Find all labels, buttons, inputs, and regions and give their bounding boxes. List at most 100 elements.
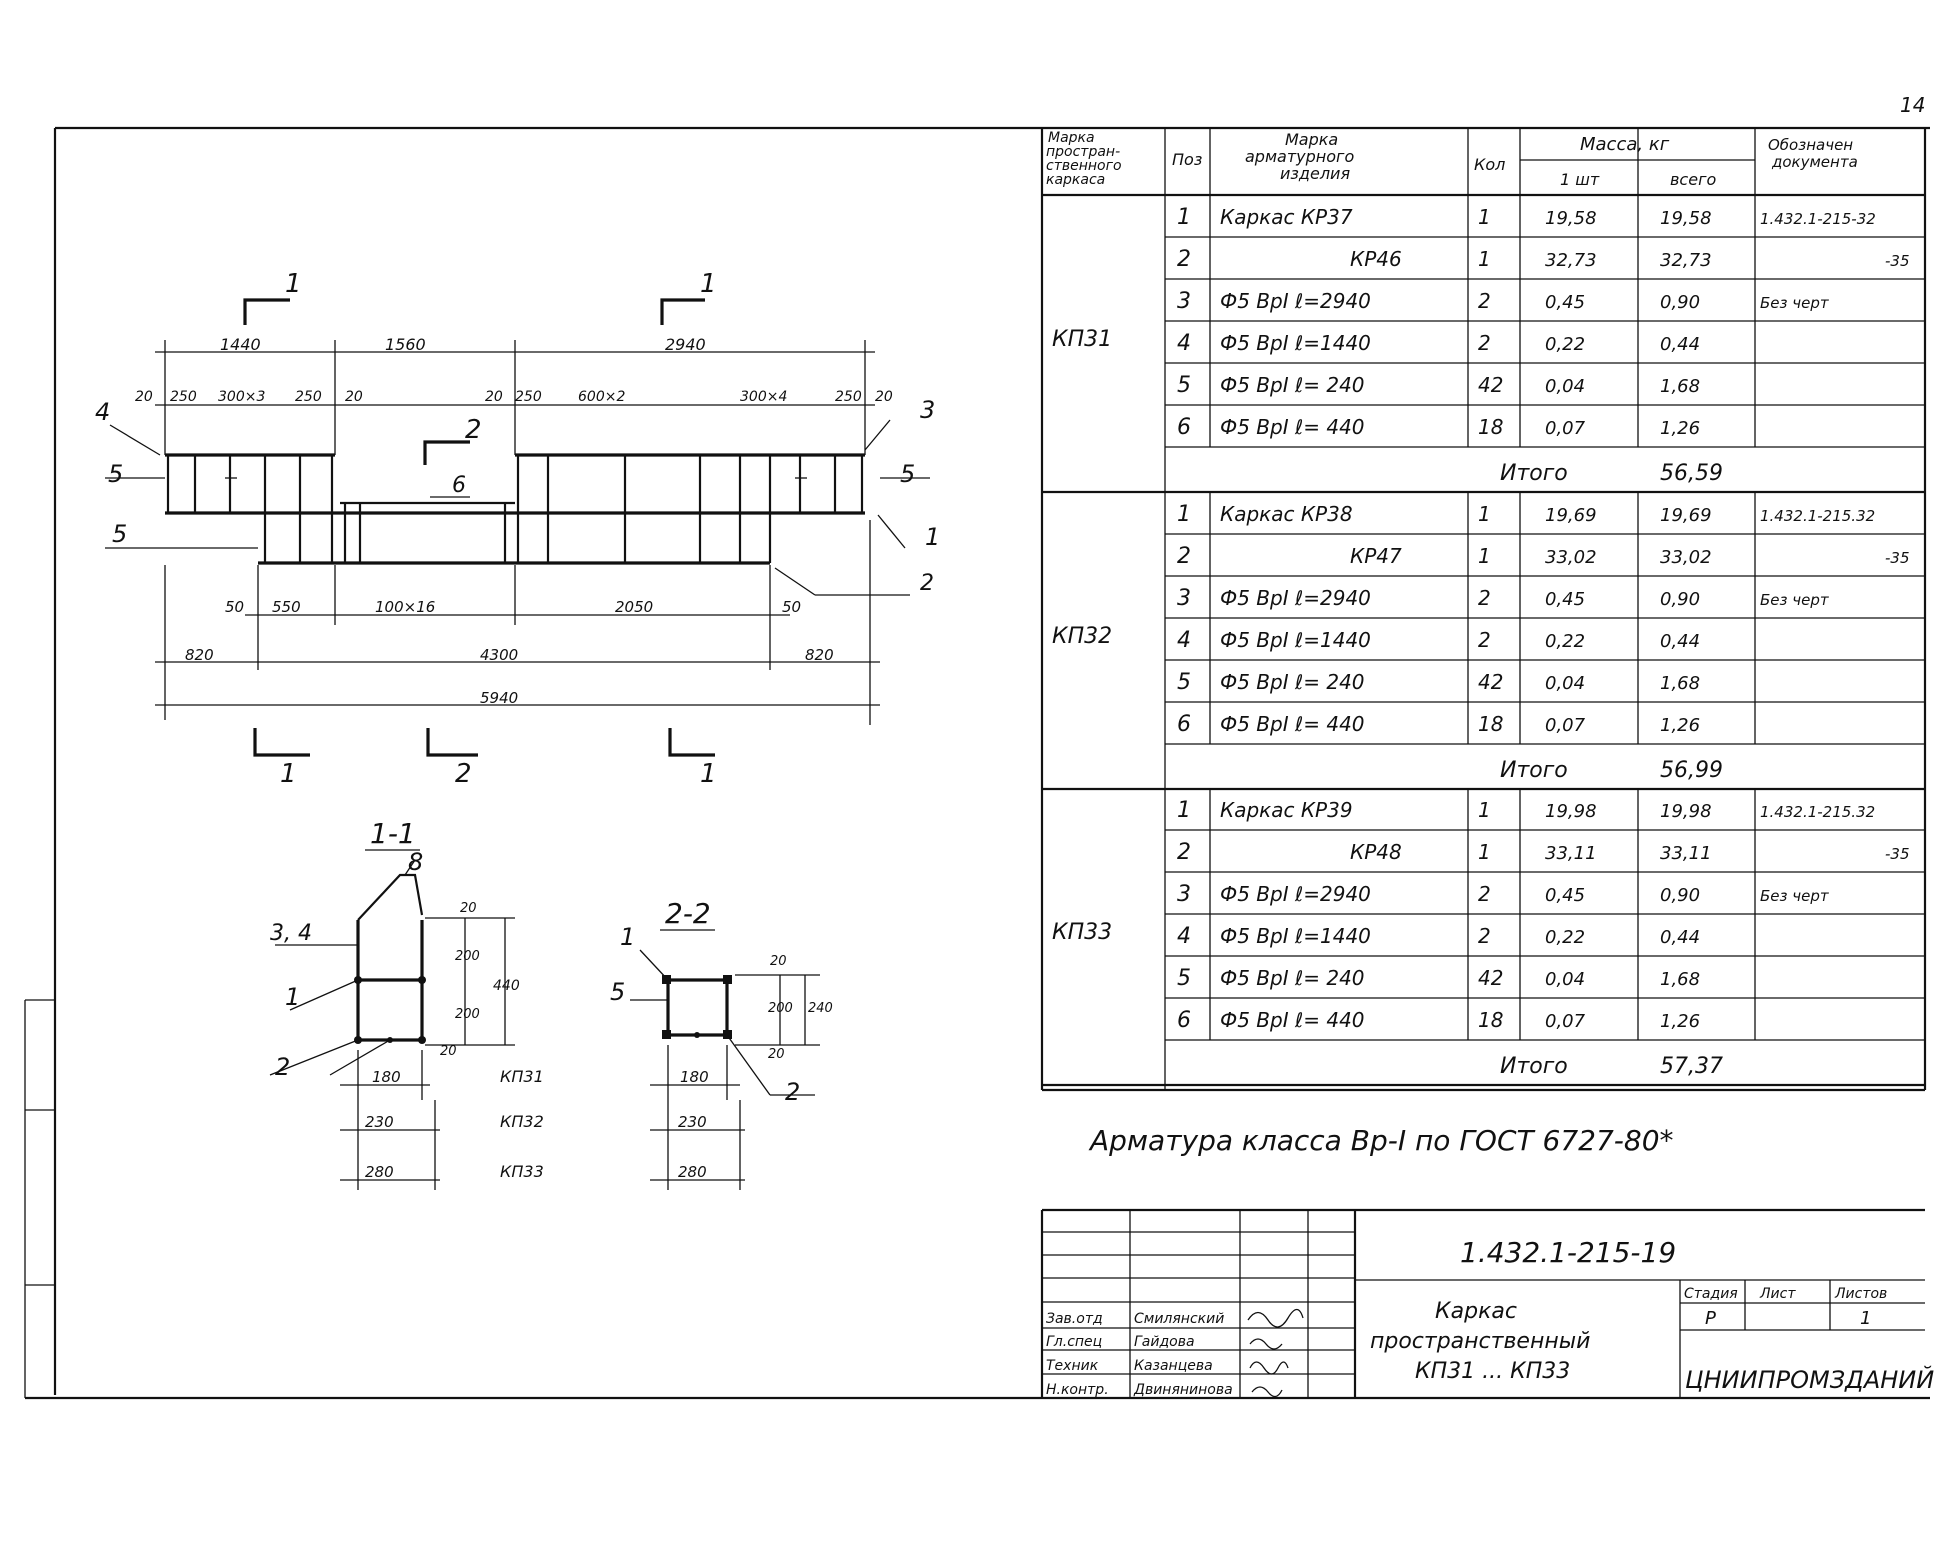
role: Н.контр. [1046, 1382, 1109, 1398]
spec-cell: 3 [1177, 882, 1191, 907]
spec-cell: Каркас КР37 [1220, 205, 1353, 229]
spec-cell: 0,90 [1660, 589, 1700, 610]
dim-total: 820 [185, 646, 214, 664]
spec-cell: Без черт [1760, 294, 1830, 312]
dim-bottom: 2050 [615, 598, 653, 616]
signature [1251, 1386, 1283, 1398]
spec-cell: 1 [1478, 205, 1491, 229]
dim: 20 [440, 1044, 457, 1059]
spec-cell: 0,90 [1660, 292, 1700, 313]
spec-cell: 33,11 [1660, 843, 1712, 864]
spec-cell: 1 [1478, 798, 1491, 822]
role: Гл.спец [1046, 1334, 1102, 1350]
page-number: 14 [1900, 93, 1925, 117]
dim-bottom: 50 [225, 598, 244, 616]
spec-cell: 1 [1478, 840, 1491, 864]
spec-cell: 42 [1478, 373, 1503, 397]
section-mark: 1 [700, 759, 717, 789]
spec-cell: 4 [1177, 331, 1191, 356]
dim: 20 [770, 954, 787, 969]
spec-cell: Каркас КР38 [1220, 502, 1353, 526]
spec-cell: 5 [1177, 670, 1191, 695]
spec-cell: 1 [1177, 502, 1191, 527]
dim: 20 [460, 901, 477, 916]
spec-cell: 0,04 [1545, 673, 1585, 694]
spec-cell: 5 [1177, 966, 1191, 991]
spec-cell: 3 [1177, 586, 1191, 611]
dim-bottom: 100×16 [375, 598, 435, 616]
mark: КП32 [500, 1112, 544, 1131]
callout: 3 [920, 396, 935, 424]
callout: 5 [112, 520, 127, 548]
header-qty: Кол [1474, 155, 1505, 174]
spec-cell: 33,02 [1660, 547, 1712, 568]
spec-cell: 1,68 [1660, 673, 1700, 694]
dim: 200 [455, 949, 480, 964]
dim-sub: 300×3 [218, 389, 265, 405]
group-mark: КП31 [1052, 327, 1112, 352]
spec-cell: Ф5 ВрI ℓ= 440 [1220, 415, 1365, 439]
section-mark: 2 [465, 415, 482, 445]
label: 2 [275, 1053, 290, 1081]
dim-bottom: 550 [272, 598, 301, 616]
spec-cell: 33,11 [1545, 843, 1597, 864]
spec-cell: Ф5 ВрI ℓ=1440 [1220, 924, 1371, 948]
dim: 280 [678, 1163, 707, 1181]
stage-value: Р [1705, 1308, 1716, 1329]
dim-sub: 250 [295, 389, 322, 405]
spec-cell: 1 [1177, 798, 1191, 823]
callout: 5 [108, 460, 123, 488]
spec-cell: 32,73 [1660, 250, 1712, 271]
spec-cell: 18 [1478, 415, 1503, 439]
spec-cell: 2 [1478, 331, 1491, 355]
label: 3, 4 [270, 921, 312, 946]
dim: 20 [768, 1047, 785, 1062]
spec-cell: 1,68 [1660, 969, 1700, 990]
spec-cell: 33,02 [1545, 547, 1597, 568]
header-mass-one: 1 шт [1560, 170, 1600, 189]
total-value: 56,99 [1660, 758, 1723, 783]
spec-cell: 1,68 [1660, 376, 1700, 397]
title-line-3: КП31 ... КП33 [1415, 1359, 1570, 1384]
dim-sub: 20 [135, 389, 153, 405]
spec-cell: -35 [1885, 252, 1910, 270]
spec-cell: 0,45 [1545, 589, 1585, 610]
spec-cell: 2 [1177, 247, 1191, 272]
spec-cell: Ф5 ВрI ℓ= 240 [1220, 966, 1365, 990]
spec-cell: 0,04 [1545, 969, 1585, 990]
spec-cell: 0,22 [1545, 927, 1585, 948]
sheet-header: Лист [1759, 1286, 1796, 1302]
spec-cell: Ф5 ВрI ℓ=2940 [1220, 289, 1371, 313]
spec-cell: 2 [1478, 586, 1491, 610]
spec-cell: 1,26 [1660, 418, 1700, 439]
spec-cell: 2 [1177, 544, 1191, 569]
spec-cell: 0,45 [1545, 292, 1585, 313]
spec-cell: 0,22 [1545, 334, 1585, 355]
spec-cell: 0,45 [1545, 885, 1585, 906]
spec-cell: 19,58 [1660, 208, 1712, 229]
spec-cell: 0,44 [1660, 631, 1700, 652]
spec-cell: 2 [1177, 840, 1191, 865]
spec-cell: 1.432.1-215-32 [1760, 210, 1876, 228]
dim: 180 [372, 1068, 401, 1086]
spec-cell: КР48 [1350, 840, 1402, 864]
spec-cell: Каркас КР39 [1220, 798, 1353, 822]
callout: 6 [452, 473, 466, 498]
spec-cell: 18 [1478, 1008, 1503, 1032]
dim: 280 [365, 1163, 394, 1181]
spec-cell: 0,07 [1545, 715, 1586, 736]
dim: 180 [680, 1068, 709, 1086]
spec-cell: 2 [1478, 289, 1491, 313]
spec-cell: 6 [1177, 712, 1191, 737]
dim-sub: 600×2 [578, 389, 625, 405]
spec-cell: Ф5 ВрI ℓ=1440 [1220, 628, 1371, 652]
total-value: 56,59 [1660, 461, 1723, 486]
spec-cell: 42 [1478, 966, 1503, 990]
title-block: 1.432.1-215-19 Каркас пространственный К… [1040, 1208, 1934, 1398]
spec-cell: 1,26 [1660, 1011, 1700, 1032]
spec-cell: -35 [1885, 549, 1910, 567]
spec-cell: 0,90 [1660, 885, 1700, 906]
